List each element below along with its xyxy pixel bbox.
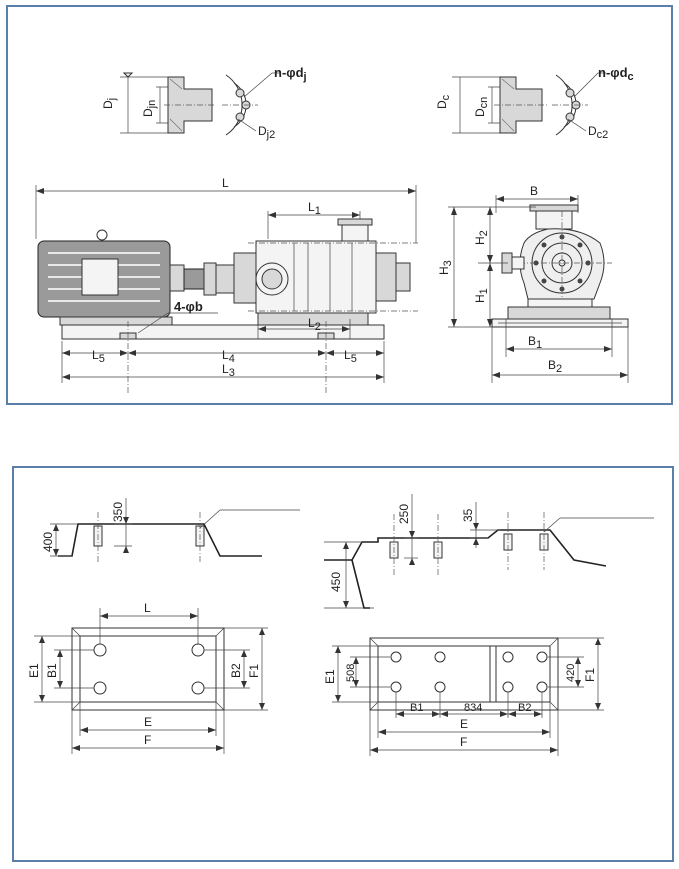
right-plan-420-label: 420 <box>565 664 577 682</box>
svg-text:Dc: Dc <box>435 94 452 109</box>
l3-sub: 3 <box>229 367 235 379</box>
pump-drawing-panel: Dj Djn n-φdj Dj2 Dc Dcn <box>6 5 673 405</box>
svg-text:B1: B1 <box>528 334 542 351</box>
l5-right-sub: 5 <box>351 353 357 365</box>
svg-text:L1: L1 <box>308 200 321 217</box>
outlet-pcd-label: D <box>588 124 597 138</box>
right-section-height-450: 450 <box>329 572 343 592</box>
svg-text:Djn: Djn <box>141 100 158 117</box>
outlet-pcd-sub: c2 <box>597 129 609 141</box>
outlet-bolt-section: n-φdc Dc2 <box>552 65 634 141</box>
l2-label: L <box>308 316 315 330</box>
right-plan-f-label: F <box>460 735 467 749</box>
inlet-inner-diameter-label: D <box>141 108 155 117</box>
inlet-outer-diameter-label: D <box>101 100 115 109</box>
l4-label: L <box>222 348 229 362</box>
inlet-bolt-section: n-φdj Dj2 <box>222 65 307 141</box>
h2-label: H <box>473 236 487 245</box>
h3-label: H <box>437 266 451 275</box>
h3-sub: 3 <box>442 260 454 266</box>
foot-holes-label: 4-φb <box>174 299 203 314</box>
pump-end-view: B H2 H1 <box>437 184 629 383</box>
inlet-pcd-label: D <box>258 124 267 138</box>
left-plan-l-label: L <box>144 601 151 615</box>
end-width-label: B <box>530 184 538 198</box>
left-section-height-400: 400 <box>41 532 55 552</box>
l2-sub: 2 <box>315 321 321 333</box>
l5-left-label: L <box>92 348 99 362</box>
right-section-depth-250: 250 <box>397 504 411 524</box>
left-plan-f1-label: F1 <box>247 664 261 678</box>
right-plan-508-label: 508 <box>345 664 357 682</box>
svg-text:L3: L3 <box>222 362 235 379</box>
left-plan-e-label: E <box>144 715 152 729</box>
svg-text:n-φdc: n-φdc <box>598 65 634 83</box>
svg-text:n-φdj: n-φdj <box>274 65 307 83</box>
svg-text:L4: L4 <box>222 348 235 365</box>
svg-text:L5: L5 <box>92 348 105 365</box>
h1-sub: 1 <box>478 288 490 294</box>
left-plan-b1-label: B1 <box>45 663 59 678</box>
h1-label: H <box>473 294 487 303</box>
l5-right-label: L <box>344 348 351 362</box>
outlet-inner-diameter-sub: cn <box>478 97 490 109</box>
b2-label: B <box>548 358 556 372</box>
svg-text:H2: H2 <box>473 230 490 245</box>
outlet-inner-diameter-label: D <box>473 108 487 117</box>
l1-label: L <box>308 200 315 214</box>
svg-text:H1: H1 <box>473 288 490 303</box>
svg-text:L5: L5 <box>344 348 357 365</box>
foundation-drawing-panel: 400 350 450 250 <box>12 466 674 862</box>
right-plan-b1-label: B1 <box>410 702 423 714</box>
left-section-depth-350: 350 <box>111 502 125 522</box>
inlet-outer-diameter-sub: j <box>106 98 118 101</box>
left-plan-e1-label: E1 <box>27 663 41 678</box>
inlet-flange-detail: Dj Djn <box>101 72 216 134</box>
foundation-drawing: 400 350 450 250 <box>27 494 654 756</box>
b1-label: B <box>528 334 536 348</box>
right-plan-e1-label: E1 <box>323 669 337 684</box>
svg-text:B2: B2 <box>548 358 562 375</box>
right-foundation-plan: E1 508 B1 834 B2 420 F1 <box>323 637 604 756</box>
outlet-outer-diameter-sub: c <box>440 94 452 100</box>
svg-text:Dc2: Dc2 <box>588 124 608 141</box>
l4-sub: 4 <box>229 353 235 365</box>
svg-text:H3: H3 <box>437 260 454 275</box>
right-foundation-section: 450 250 35 <box>324 494 654 609</box>
b2-sub: 2 <box>556 363 562 375</box>
inlet-bolt-holes-label: n-φd <box>274 65 304 80</box>
left-plan-f-label: F <box>144 733 151 747</box>
l1-sub: 1 <box>315 205 321 217</box>
inlet-inner-diameter-sub: jn <box>146 100 158 110</box>
right-plan-834-label: 834 <box>464 702 482 714</box>
outlet-outer-diameter-label: D <box>435 100 449 109</box>
right-section-step-35: 35 <box>461 508 475 522</box>
outlet-bolt-holes-sub: c <box>628 71 634 83</box>
inlet-bolt-holes-sub: j <box>303 71 307 83</box>
inlet-pcd-sub: j2 <box>266 129 276 141</box>
right-plan-e-label: E <box>460 717 468 731</box>
right-plan-f1-label: F1 <box>583 668 597 682</box>
svg-text:Dj: Dj <box>101 98 118 109</box>
l5-left-sub: 5 <box>99 353 105 365</box>
right-plan-b2-label: B2 <box>518 702 531 714</box>
b1-sub: 1 <box>536 339 542 351</box>
pump-side-view: L L1 <box>35 176 418 393</box>
overall-length-label: L <box>222 176 229 190</box>
left-plan-b2-label: B2 <box>229 663 243 678</box>
outlet-flange-detail: Dc Dcn <box>435 76 548 134</box>
left-foundation-section: 400 350 <box>41 498 300 564</box>
l3-label: L <box>222 362 229 376</box>
svg-text:Dcn: Dcn <box>473 97 490 117</box>
h2-sub: 2 <box>478 230 490 236</box>
svg-text:L2: L2 <box>308 316 321 333</box>
svg-text:Dj2: Dj2 <box>258 124 275 141</box>
outlet-bolt-holes-label: n-φd <box>598 65 628 80</box>
left-foundation-plan: L E1 B1 B2 F1 E <box>27 601 268 754</box>
pump-drawing: Dj Djn n-φdj Dj2 Dc Dcn <box>35 65 634 393</box>
